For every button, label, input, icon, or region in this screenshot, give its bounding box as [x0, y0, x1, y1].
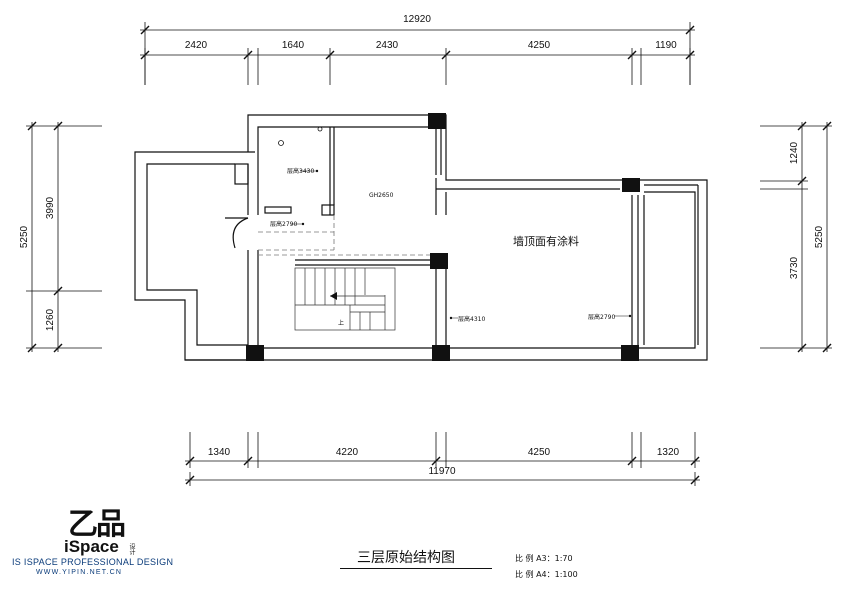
dim-right-lower: 3730 [789, 256, 800, 279]
dim-bottom-total: 11970 [428, 466, 456, 477]
title-underline [340, 568, 492, 569]
scale-a4: 比 例 A4：1:100 [515, 570, 578, 579]
brand-logo: 乙品 iSpace 设计 IS ISPACE PROFESSIONAL DESI… [12, 510, 182, 580]
dim-top-seg-1: 2420 [185, 40, 208, 51]
stair-direction-arrow-icon [330, 292, 337, 300]
dim-top-total: 12920 [403, 14, 431, 25]
note-height-3430: 层高3430 [287, 167, 314, 175]
dim-top-seg-4: 4250 [528, 40, 551, 51]
note-gh-2650: GH2650 [369, 192, 394, 199]
dim-right-total: 5250 [814, 225, 825, 248]
dim-left-upper: 3990 [45, 196, 56, 219]
logo-tiny-text: 设计 [128, 543, 135, 555]
dim-bottom-seg-3: 4250 [528, 447, 551, 458]
dim-bottom-seg-4: 1320 [657, 447, 680, 458]
logo-subtitle: IS ISPACE PROFESSIONAL DESIGN [12, 557, 174, 567]
logo-url: WWW.YIPIN.NET.CN [36, 569, 123, 576]
dim-bottom-seg-2: 4220 [336, 447, 359, 458]
dim-top-seg-5: 1190 [655, 40, 677, 51]
logo-ispace: iSpace [64, 537, 119, 556]
note-height-4310: 层高4310 [458, 315, 485, 323]
dim-left-lower: 1260 [45, 308, 56, 331]
dim-top-seg-2: 1640 [282, 40, 305, 51]
note-stair-up: 上 [338, 319, 344, 327]
note-height-2790-left: 层高2790 [270, 220, 297, 228]
dim-right-upper: 1240 [789, 141, 800, 164]
note-height-2790-right: 层高2790 [588, 313, 615, 321]
note-ceiling-coating: 墙顶面有涂料 [513, 234, 579, 248]
logo-mark: 乙品 [68, 507, 126, 542]
drawing-title: 三层原始结构图 [357, 550, 455, 566]
dim-left-total: 5250 [19, 225, 30, 248]
dim-top-seg-3: 2430 [376, 40, 399, 51]
dim-bottom-seg-1: 1340 [208, 447, 231, 458]
scale-a3: 比 例 A3：1:70 [515, 554, 573, 563]
